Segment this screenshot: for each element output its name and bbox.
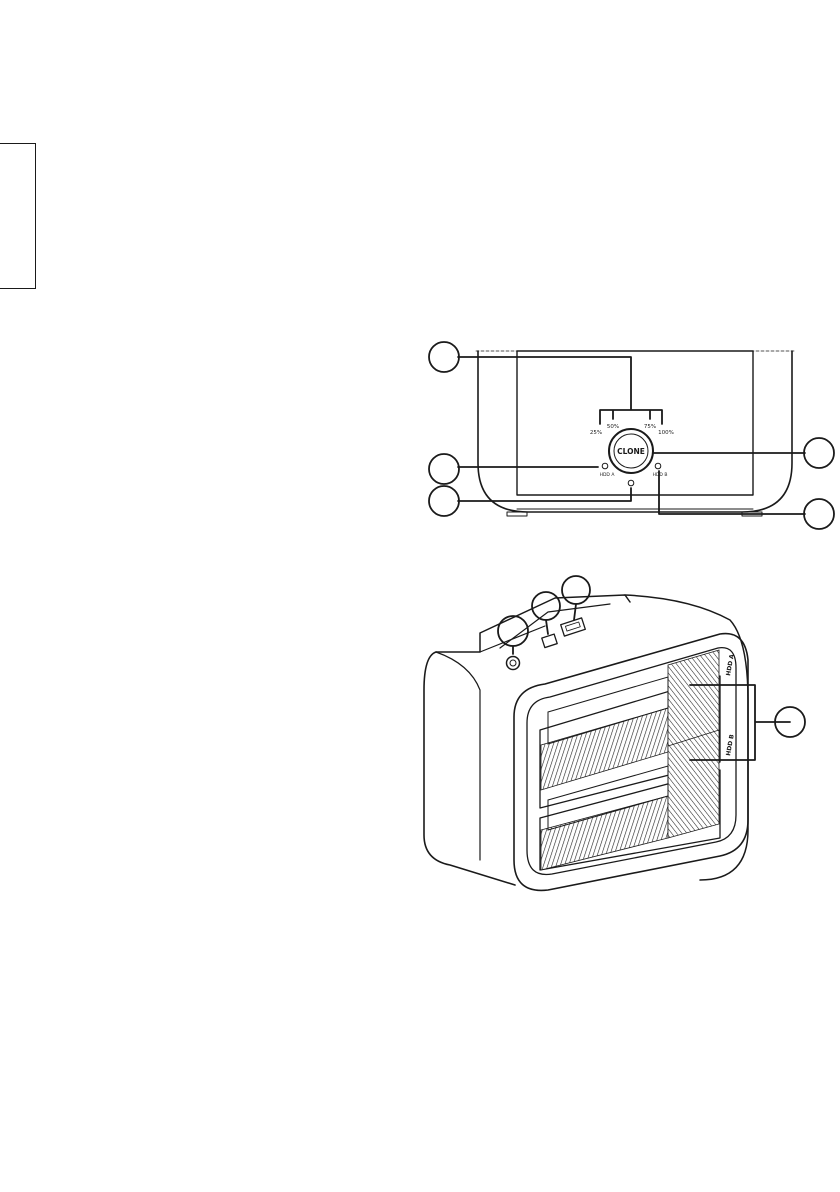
led-label-50: 50% xyxy=(607,424,619,430)
body-shell xyxy=(424,652,515,885)
body-side-inner xyxy=(436,652,480,860)
hdd-a-label-front: HDD A xyxy=(600,472,616,478)
callout-circle xyxy=(429,454,459,484)
hdd-a-label-side: HDD A xyxy=(725,653,736,676)
clone-button-label: CLONE xyxy=(617,447,645,456)
power-button-inner xyxy=(510,660,516,666)
bay-a-mesh-left xyxy=(541,708,668,790)
hdd-b-label-front: HDD B xyxy=(653,472,668,478)
callout-circle xyxy=(804,438,834,468)
front-body-outline xyxy=(478,351,792,512)
power-button-icon[interactable] xyxy=(507,657,520,670)
dc-in-port-icon[interactable] xyxy=(542,634,557,648)
callout-line-hdd-b xyxy=(659,471,805,514)
power-led-icon xyxy=(628,480,634,486)
callout-circle xyxy=(562,576,590,604)
led-label-75: 75% xyxy=(644,424,656,430)
usb-port-icon[interactable] xyxy=(561,618,586,636)
callout-circle xyxy=(804,499,834,529)
hdd-b-label-side: HDD B xyxy=(725,733,736,756)
bay-b-mesh-right xyxy=(668,730,719,838)
callout-circle xyxy=(429,342,459,372)
callout-line-usb xyxy=(574,604,576,620)
led-bracket xyxy=(458,357,662,424)
usb-port-inner xyxy=(565,622,580,631)
callout-circle xyxy=(429,486,459,516)
led-label-25: 25% xyxy=(590,430,602,436)
front-view xyxy=(429,342,834,529)
hdd-a-led-icon xyxy=(602,463,608,469)
callout-line-dc-in xyxy=(546,620,548,634)
hdd-b-led-icon xyxy=(655,463,661,469)
top-ridge xyxy=(500,604,610,648)
led-label-100: 100% xyxy=(658,430,674,436)
